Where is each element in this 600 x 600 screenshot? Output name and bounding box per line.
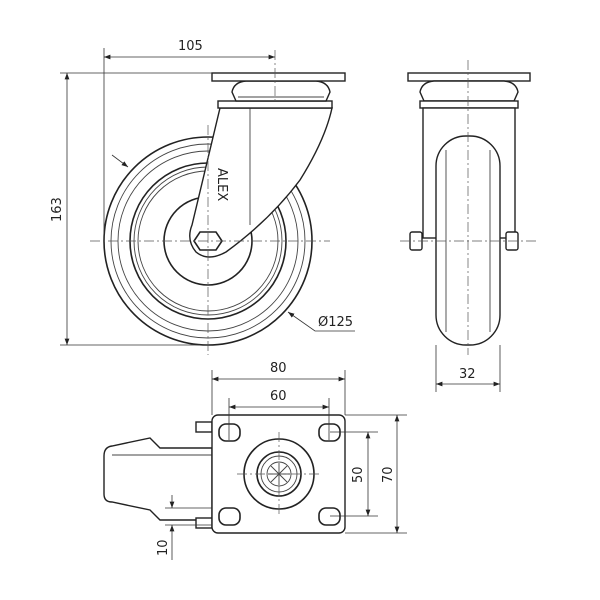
front-view: 32	[400, 60, 538, 392]
dim-plate-length: 80	[270, 361, 287, 376]
brand-label: ALEX	[214, 168, 229, 201]
dim-hole-spacing-width: 50	[351, 466, 366, 483]
top-plate-and-bearing	[211, 72, 346, 109]
mounting-slots	[218, 423, 341, 526]
top-view: 80 60 50 70 10	[103, 361, 407, 560]
dim-wheel-width: 32	[459, 367, 476, 382]
side-view: ALEX 105 163 Ø125	[50, 39, 355, 355]
dim-hole-spacing-length: 60	[270, 389, 287, 404]
dim-height: 163	[50, 197, 65, 222]
dim-slot-offset: 10	[156, 539, 171, 556]
swivel-fork: ALEX	[189, 107, 333, 258]
dim-wheel-diameter: Ø125	[318, 315, 353, 330]
dim-offset: 105	[178, 39, 203, 54]
dim-plate-width: 70	[381, 466, 396, 483]
